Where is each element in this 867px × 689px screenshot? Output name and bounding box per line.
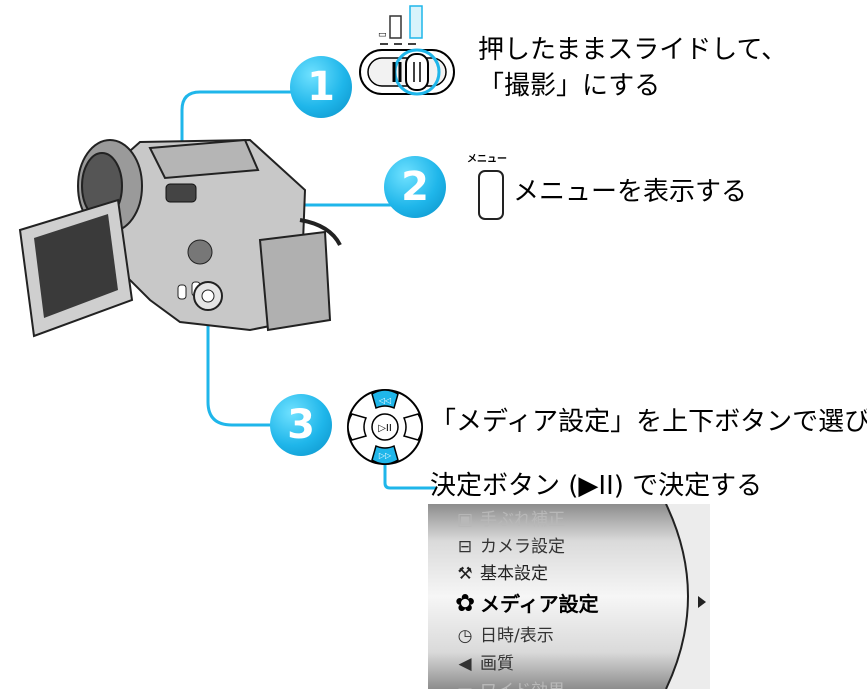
menu-item-camera-shake[interactable]: ▣手ぶれ補正 xyxy=(450,505,565,530)
camera-settings-icon: ⊟ xyxy=(457,537,473,557)
menu-item-date-display[interactable]: ◷日時/表示 xyxy=(450,621,554,646)
menu-arc xyxy=(665,504,710,689)
step-1-text-line2: 「撮影」にする xyxy=(478,71,661,101)
menu-item-camera-settings[interactable]: ⊟カメラ設定 xyxy=(450,532,565,557)
wide-effect-icon: ▭ xyxy=(450,681,480,689)
step-3-text-line1: 「メディア設定」を上下ボタンで選び、 xyxy=(430,407,867,437)
svg-text:▷▷: ▷▷ xyxy=(379,451,392,460)
camera-shake-icon: ▣ xyxy=(456,510,474,530)
menu-item-media-settings[interactable]: ✿メディア設定 xyxy=(450,588,599,617)
step-2-badge: 2 xyxy=(384,156,446,218)
svg-text:◁◁: ◁◁ xyxy=(378,396,391,405)
camcorder-illustration xyxy=(18,138,342,338)
arrow-right-icon xyxy=(698,596,706,608)
svg-text:▭: ▭ xyxy=(378,30,387,40)
step-3-text-line2: 決定ボタン (▶II) で決定する xyxy=(430,471,763,501)
joystick-dial-icon: ▷II ◁◁ ▷▷ xyxy=(347,389,423,465)
menu-item-basic-settings[interactable]: ⚒基本設定 xyxy=(450,559,548,584)
step-1-badge: 1 xyxy=(290,56,352,118)
step-3-badge: 3 xyxy=(270,394,332,456)
step-1-text-line1: 押したままスライドして、 xyxy=(478,35,788,65)
tools-icon: ⚒ xyxy=(457,564,473,584)
mode-switch-icon: ▭ xyxy=(359,5,455,96)
menu-button-caption: メニュー xyxy=(467,154,507,165)
menu-screen: ▣手ぶれ補正 ⊟カメラ設定 ⚒基本設定 ✿メディア設定 ◷日時/表示 ◀画質 ▭… xyxy=(428,504,710,689)
quality-icon: ◀ xyxy=(458,654,472,674)
media-icon: ✿ xyxy=(454,589,476,617)
menu-item-wide-effect[interactable]: ▭ワイド効果 xyxy=(450,676,565,689)
menu-button-icon xyxy=(478,170,504,220)
svg-text:▷II: ▷II xyxy=(378,423,392,434)
menu-item-quality[interactable]: ◀画質 xyxy=(450,649,514,674)
clock-icon: ◷ xyxy=(457,626,473,646)
step-2-text: メニューを表示する xyxy=(513,177,748,207)
